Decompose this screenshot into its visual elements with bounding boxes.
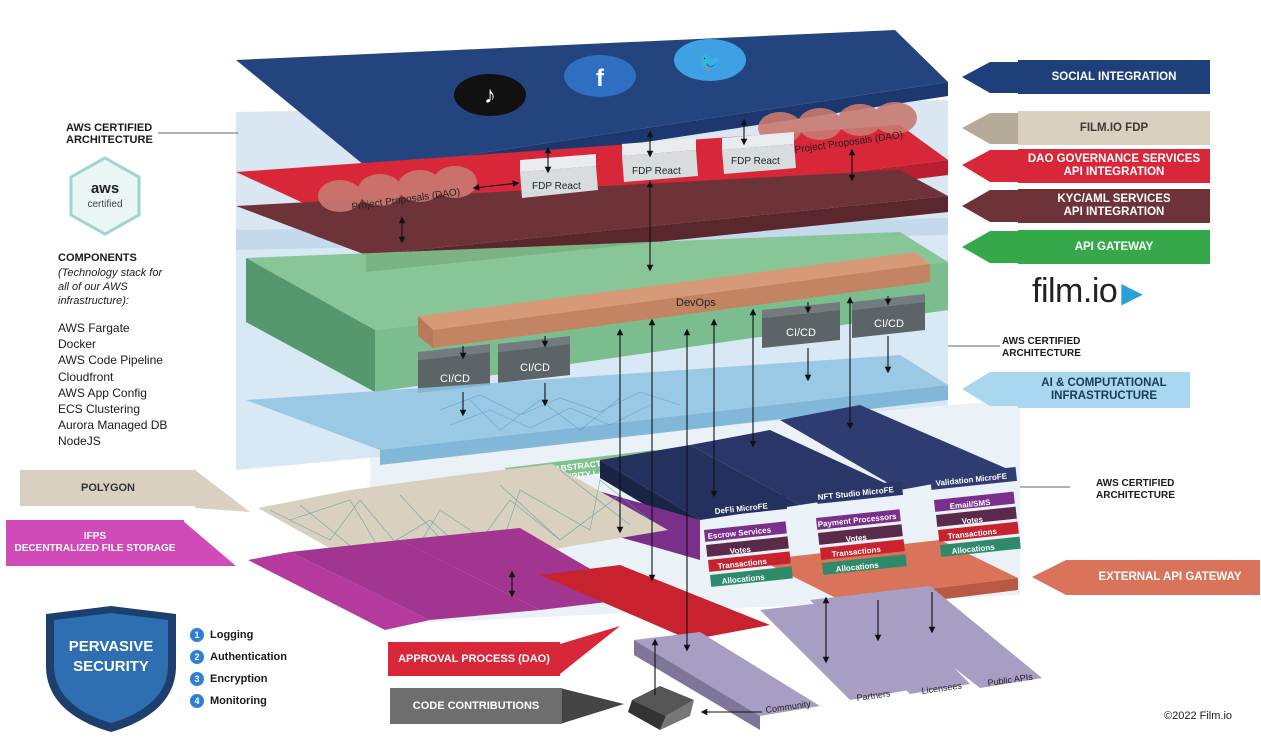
ifps-slab-2 <box>290 540 540 620</box>
fdp-label-3: FDP React <box>731 156 780 167</box>
component-item: AWS App Config <box>58 385 147 400</box>
svg-text:Votes: Votes <box>729 545 752 556</box>
code-cube <box>628 686 694 730</box>
component-item: Docker <box>58 337 97 352</box>
aws-arch-top-label: AWS CERTIFIED ARCHITECTURE <box>66 122 153 146</box>
code-contributions-box: CODE CONTRIBUTIONS <box>390 688 562 724</box>
component-item: AWS Code Pipeline <box>58 353 163 368</box>
fdp-label-2: FDP React <box>632 166 681 177</box>
copyright: ©2022 Film.io <box>1164 710 1233 722</box>
bar-publicapis <box>860 586 1042 688</box>
aws-certified-badge: aws certified <box>65 156 145 236</box>
callout-lines <box>158 132 1070 488</box>
api-gateway-layer <box>246 232 948 330</box>
svg-text:Email/SMS: Email/SMS <box>949 498 991 511</box>
proposal-cylinders-right <box>758 102 917 144</box>
approval-slab <box>540 565 770 640</box>
cicd-label-2: CI/CD <box>520 362 550 374</box>
approval-pointer <box>540 626 620 674</box>
polygon-tile-3 <box>452 464 668 546</box>
svg-text:🐦: 🐦 <box>699 52 721 72</box>
cicd-block-2 <box>498 336 570 383</box>
microfe-slab-3 <box>780 405 1010 490</box>
twitter-icon: 🐦 <box>674 39 746 81</box>
components-subtitle: (Technology stack for all of our AWS inf… <box>58 267 163 307</box>
svg-text:Votes: Votes <box>845 533 868 544</box>
right-pointers <box>962 62 1080 595</box>
svg-text:Votes: Votes <box>961 515 984 526</box>
social-integration-box: SOCIAL INTEGRATION <box>1018 60 1210 94</box>
ifps-slab-1 <box>248 552 430 630</box>
social-layer <box>236 30 948 170</box>
tiktok-icon: ♪ <box>454 74 526 116</box>
components-list: AWS Fargate Docker AWS Code Pipeline Clo… <box>58 320 167 450</box>
flow-arrows <box>398 118 936 716</box>
cicd-block-3 <box>762 302 840 348</box>
polygon-pointer <box>195 470 250 512</box>
fdp-label-1: FDP React <box>532 181 581 192</box>
ai-infrastructure-box: AI & COMPUTATIONAL INFRASTRUCTURE <box>1018 372 1190 408</box>
stack-col-2: Payment Processors Votes Transactions Al… <box>815 509 907 575</box>
fdp-block-2 <box>622 138 698 182</box>
bar-licensees <box>810 592 970 694</box>
aws-arch-mid-label: AWS CERTIFIED ARCHITECTURE <box>1002 336 1081 359</box>
play-icon: ▶ <box>1121 277 1143 308</box>
facebook-icon: f <box>564 55 636 97</box>
filmio-logo: film.io▶ <box>1032 272 1143 310</box>
cicd-label-1: CI/CD <box>440 373 470 385</box>
polygon-label-box: POLYGON <box>20 470 196 506</box>
component-item: ECS Clustering <box>58 402 141 417</box>
external-api-gateway-box: EXTERNAL API GATEWAY <box>1080 560 1260 595</box>
dao-governance-box: DAO GOVERNANCE SERVICES API INTEGRATION <box>1018 149 1210 183</box>
component-item: NodeJS <box>58 434 101 449</box>
bar-community <box>634 632 820 716</box>
api-gateway-box: API GATEWAY <box>1018 230 1210 264</box>
network-pattern <box>439 391 681 431</box>
ai-layer <box>246 355 948 450</box>
filmio-fdp-box: FILM.IO FDP <box>1018 111 1210 145</box>
components-title: COMPONENTS <box>58 252 137 264</box>
devops-label: DevOps <box>676 297 716 309</box>
svg-text:f: f <box>596 65 605 92</box>
bar-label-partners: Partners <box>856 688 892 703</box>
microfe-slab-2 <box>690 430 900 505</box>
ifps-label-box: IFPS DECENTRALIZED FILE STORAGE <box>6 520 184 566</box>
component-item: Cloudfront <box>58 369 114 384</box>
ifps-pointer <box>182 520 236 566</box>
approval-process-box: APPROVAL PROCESS (DAO) <box>388 642 560 676</box>
cicd-block-1 <box>418 344 490 393</box>
fdp-block-1 <box>520 154 598 198</box>
svg-text:♪: ♪ <box>484 82 496 109</box>
proposal-cylinders-left <box>318 166 477 212</box>
fdp-block-3 <box>722 132 796 174</box>
code-pointer <box>560 688 624 724</box>
pervasive-security-shield: PERVASIVE SECURITY <box>38 604 184 734</box>
kyc-aml-box: KYC/AML SERVICES API INTEGRATION <box>1018 189 1210 223</box>
component-item: Aurora Managed DB <box>58 418 168 433</box>
stack-col-1: Escrow Services Votes Transactions Alloc… <box>704 521 793 587</box>
microfe-labels: DeFli MicroFE NFT Studio MicroFE Validat… <box>700 467 1017 518</box>
devops-bar <box>418 252 930 330</box>
cicd-label-3: CI/CD <box>786 327 816 339</box>
stack-col-3: Email/SMS Votes Transactions Allocations <box>934 491 1021 557</box>
aws-arch-right-label: AWS CERTIFIED ARCHITECTURE <box>1096 478 1175 501</box>
bar-partners <box>760 602 910 700</box>
component-item: AWS Fargate <box>58 321 130 335</box>
kyc-layer <box>236 170 948 255</box>
cicd-label-4: CI/CD <box>874 318 904 330</box>
